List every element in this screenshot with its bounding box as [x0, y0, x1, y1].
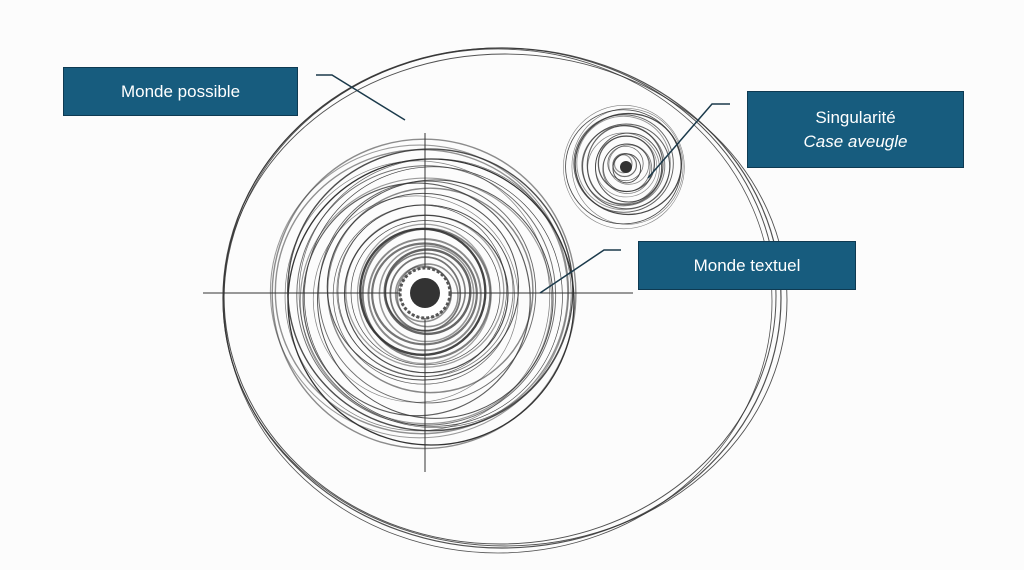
singularity-ring — [608, 144, 650, 185]
leader-line-singularite — [647, 103, 730, 179]
singularity-ring — [571, 108, 684, 225]
textual-world-ring — [396, 263, 459, 328]
textual-world-ring — [271, 138, 577, 450]
label-monde-textuel: Monde textuel — [638, 241, 856, 290]
singularity-ring — [563, 105, 685, 230]
possible-world-outline — [223, 48, 773, 554]
textual-world-ring — [343, 214, 509, 374]
singularity-ring — [607, 145, 644, 182]
textual-world-outline — [287, 158, 575, 446]
textual-world-ring — [296, 165, 557, 426]
textual-world-ring — [383, 248, 472, 336]
textual-world-ring — [304, 166, 563, 427]
textual-world-ring — [269, 144, 570, 439]
singularity-ring — [576, 115, 671, 211]
textual-world-core — [410, 278, 440, 308]
singularity-ring — [613, 154, 633, 174]
label-monde-possible-text: Monde possible — [120, 81, 241, 101]
textual-world-ring — [356, 223, 492, 365]
textual-world-ring — [378, 245, 475, 343]
singularity-ring — [565, 109, 682, 225]
textual-world-ring — [326, 187, 534, 394]
leader-line-monde-possible — [316, 74, 406, 121]
singularity-ring — [581, 125, 666, 207]
possible-world-outline — [222, 53, 788, 547]
singularity-core — [620, 161, 632, 173]
singularity-ring — [573, 114, 674, 213]
textual-world-ring — [371, 242, 478, 346]
textual-world-ring — [361, 227, 492, 360]
label-case-aveugle-text: Case aveugle — [803, 131, 908, 151]
textual-world-ring — [350, 220, 501, 366]
label-singularite-text: Singularité — [815, 107, 896, 127]
label-singularite: Singularité Case aveugle — [747, 91, 964, 168]
leader-line-monde-textuel — [539, 249, 621, 294]
singularity-ring — [582, 123, 671, 210]
textual-world-ring — [287, 148, 574, 432]
textual-world-ring — [367, 238, 482, 352]
singularity-ring — [612, 153, 642, 184]
label-monde-textuel-text: Monde textuel — [693, 255, 801, 275]
textual-world-ring — [274, 148, 569, 435]
textual-world-ring — [318, 180, 537, 404]
textual-world-ring — [302, 182, 531, 417]
textual-world-ring — [332, 204, 515, 385]
textual-world-ring — [299, 177, 553, 425]
label-monde-possible: Monde possible — [63, 67, 298, 116]
textual-world-ring — [317, 179, 554, 419]
singularity-ring — [602, 143, 653, 194]
